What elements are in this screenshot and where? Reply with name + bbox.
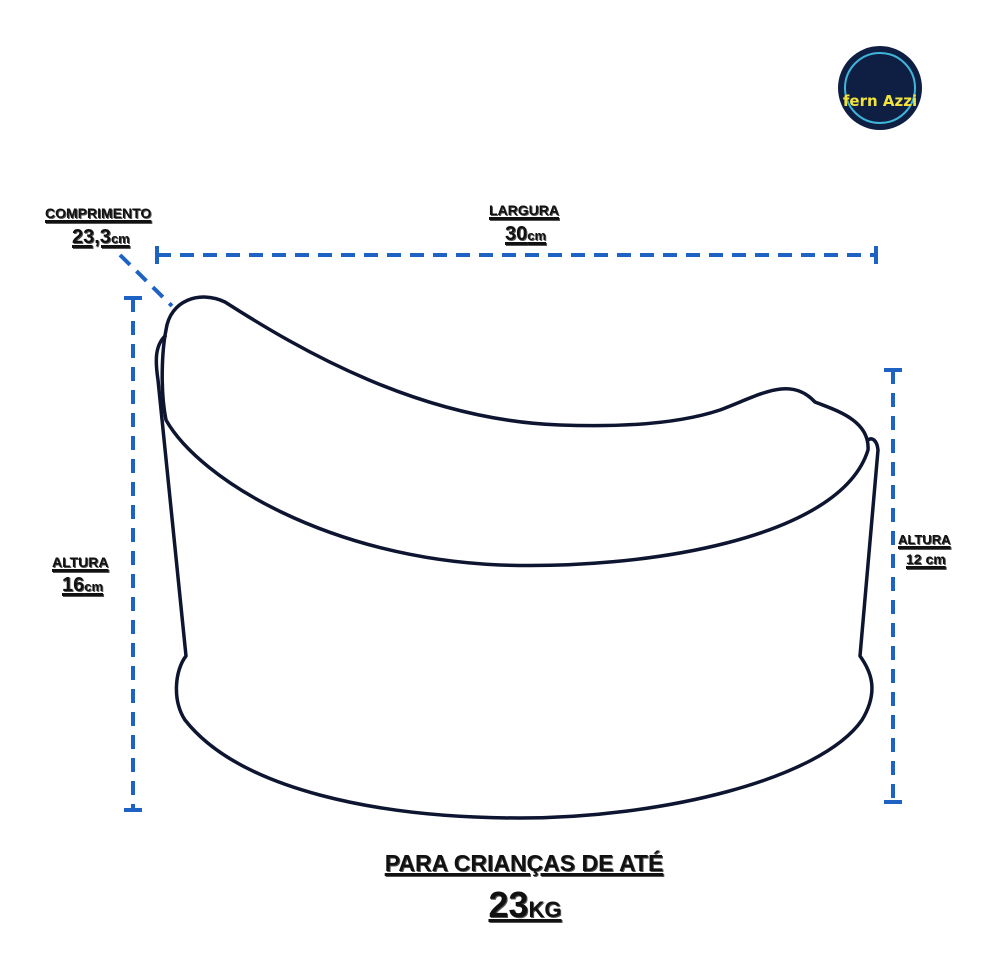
brand-logo: fern Azzi — [838, 46, 922, 130]
largura-label: LARGURA — [489, 202, 559, 218]
weight-limit: 23KG — [480, 884, 570, 926]
comprimento-label: COMPRIMENTO — [45, 205, 152, 221]
altura-left-label: ALTURA — [52, 554, 109, 570]
comprimento-value: 23,3cm — [72, 226, 130, 249]
unit: cm — [527, 228, 547, 243]
unit: cm — [925, 551, 946, 567]
unit: cm — [110, 231, 130, 246]
largura-value: 30cm — [505, 223, 546, 246]
value: 12 — [906, 551, 926, 567]
altura-right-label: ALTURA — [898, 532, 951, 547]
logo-text: fern Azzi — [842, 92, 918, 110]
altura-left-value: 16cm — [62, 574, 103, 597]
value: 23,3 — [72, 226, 111, 248]
comprimento-line — [118, 253, 174, 308]
value: 16 — [62, 574, 85, 596]
seat-outline — [154, 295, 880, 820]
dimension-lines — [118, 253, 895, 810]
value: 30 — [505, 223, 528, 245]
altura-right-value: 12 cm — [906, 551, 946, 567]
unit: KG — [528, 897, 562, 922]
footer-caption: PARA CRIANÇAS DE ATÉ — [384, 850, 664, 876]
unit: cm — [84, 579, 104, 594]
value: 23 — [488, 884, 529, 925]
